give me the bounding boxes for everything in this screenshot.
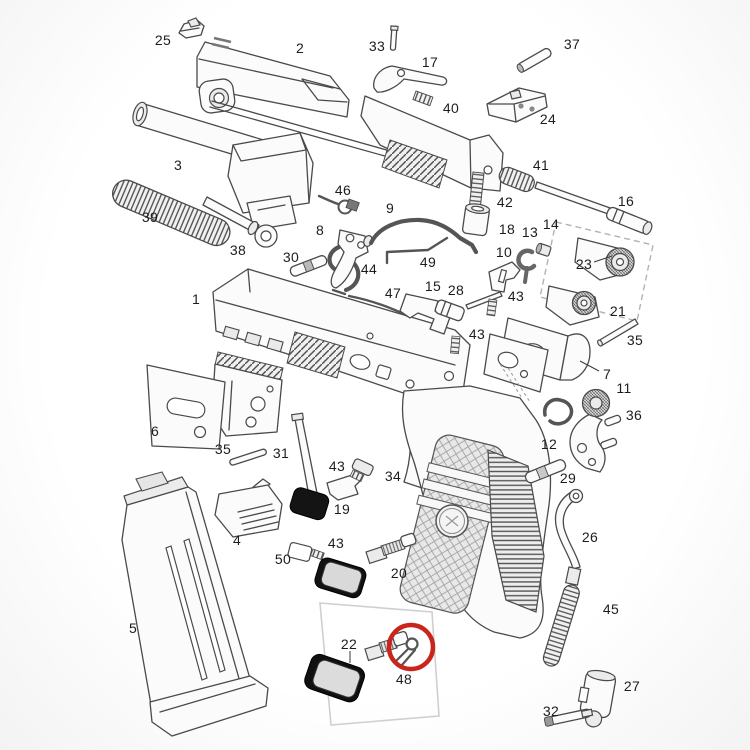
part-38-guide-rod-drawing bbox=[202, 196, 278, 248]
part-43-spring-b-drawing bbox=[450, 335, 461, 355]
part-43-spring-a-drawing bbox=[486, 298, 498, 317]
part-36-pins-drawing bbox=[600, 414, 622, 450]
part-34-grip-shell-drawing bbox=[399, 385, 552, 639]
part-7-sideplates-drawing bbox=[483, 317, 591, 403]
part-20-catch-drawing bbox=[314, 532, 417, 599]
part-29-pin-drawing bbox=[524, 459, 567, 484]
part-16-rod-drawing bbox=[534, 181, 653, 235]
part-49-spring-wire-drawing bbox=[385, 236, 449, 265]
part-12-clip-drawing bbox=[542, 397, 574, 426]
part-6-locking-insert-drawing bbox=[146, 351, 284, 450]
part-5-magazine-drawing bbox=[121, 471, 269, 737]
part-37-pin-drawing bbox=[516, 47, 552, 73]
part-39-recoil-spring-drawing bbox=[112, 179, 231, 247]
part-23-hammer-assembly-drawing bbox=[545, 237, 635, 326]
part-11-hammer-drawing bbox=[569, 388, 611, 473]
part-33-pin-drawing bbox=[389, 25, 399, 51]
part-19-lever-drawing bbox=[289, 474, 361, 521]
part-32-pin-drawing bbox=[543, 708, 594, 727]
part-50-plate-drawing bbox=[287, 542, 313, 562]
part-35-pin-drawing bbox=[229, 448, 267, 466]
part-4-slide-stop-drawing bbox=[214, 478, 283, 538]
leader-line-23 bbox=[593, 255, 613, 263]
part-41-spring-drawing bbox=[498, 166, 535, 193]
part-14-cap-drawing bbox=[535, 242, 552, 257]
leader-lines bbox=[349, 255, 613, 663]
part-31-pin-drawing bbox=[290, 412, 318, 497]
part-3-barrel-drawing bbox=[132, 101, 314, 231]
part-18-piston-drawing bbox=[461, 203, 491, 237]
hammer-assembly-inset-box bbox=[539, 221, 654, 322]
part-2-slide-drawing bbox=[196, 36, 459, 177]
part-30-pin-drawing bbox=[289, 255, 328, 277]
part-43-spring-d-drawing bbox=[310, 548, 325, 561]
slide-housing-drawing bbox=[360, 95, 504, 192]
part-43-screw-c-drawing bbox=[349, 458, 374, 482]
part-48-spring-drawing bbox=[393, 637, 419, 667]
part-9-trigger-bar-drawing bbox=[363, 217, 479, 255]
part-28-pin-drawing bbox=[434, 291, 503, 322]
part-10-bracket-drawing bbox=[488, 261, 521, 293]
part-8-trigger-drawing bbox=[330, 229, 369, 289]
part-13-clip-drawing bbox=[516, 248, 537, 284]
part-40-spring-drawing bbox=[412, 90, 434, 107]
part-24-rear-sight-drawing bbox=[486, 87, 548, 123]
part-46-spring-drawing bbox=[317, 194, 360, 215]
part-45-spring-drawing bbox=[542, 584, 580, 667]
part-17-lever-drawing bbox=[373, 65, 448, 93]
leader-line-7 bbox=[579, 360, 600, 372]
part-21-35-pin-drawing bbox=[597, 318, 639, 347]
part-25-front-sight-drawing bbox=[178, 17, 205, 39]
part-26-spring-bar-drawing bbox=[554, 488, 584, 586]
part-48-highlight-circle bbox=[386, 622, 436, 672]
part-22-lever-drawing bbox=[304, 631, 409, 703]
part-27-housing-drawing bbox=[577, 669, 617, 728]
